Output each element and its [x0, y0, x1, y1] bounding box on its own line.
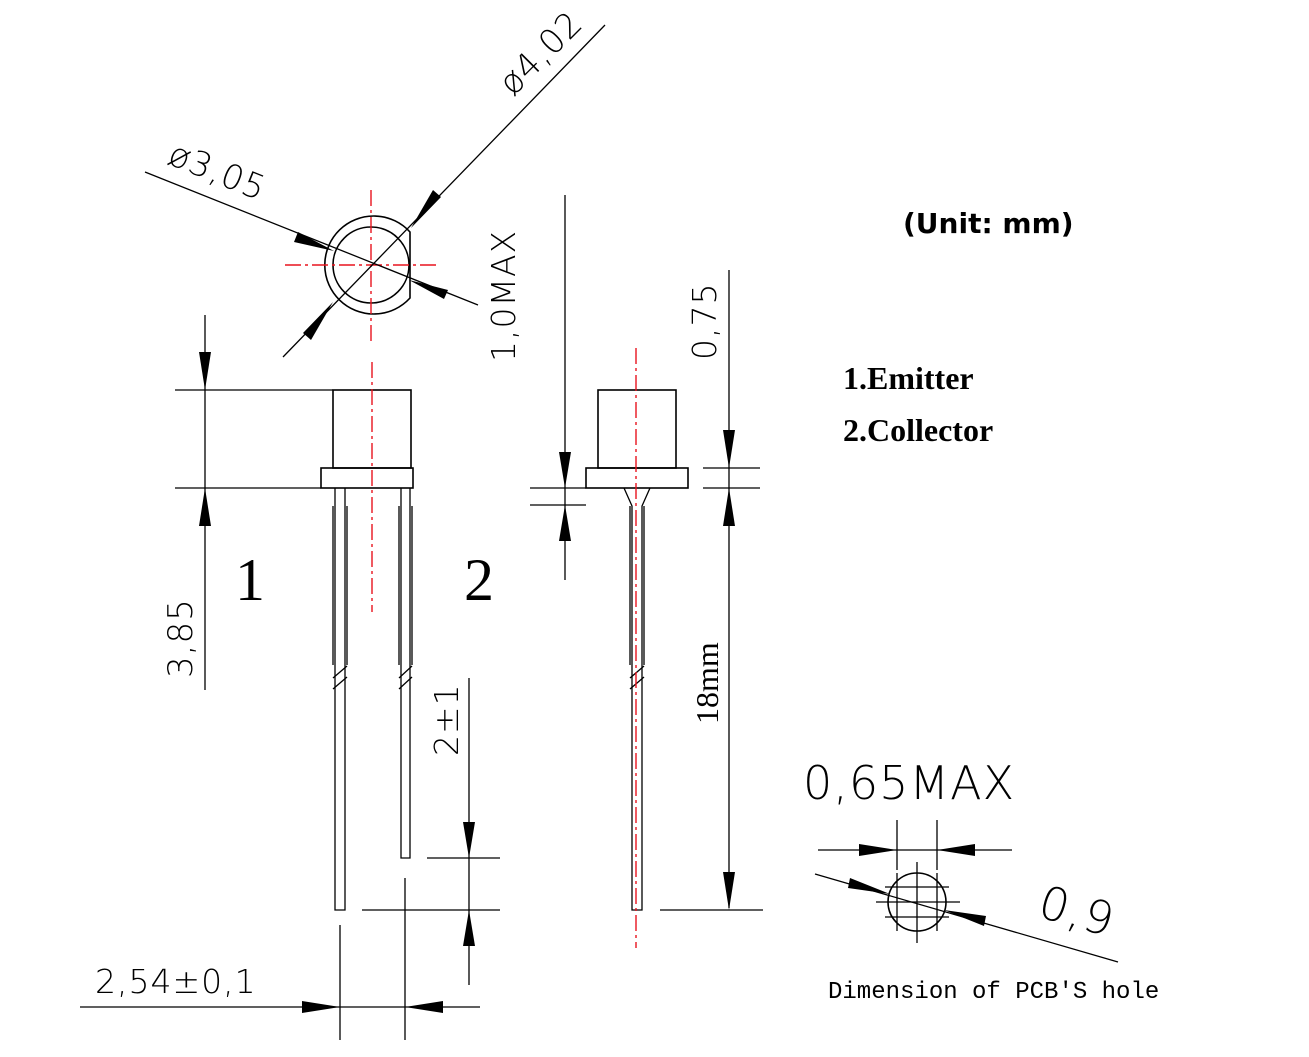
dim075-label: 0,75 [685, 283, 724, 360]
hole09-label: 0,9 [1033, 875, 1121, 948]
pcb-hole-detail: 0,65MAX 0,9 Dimension of PCB'S hole [803, 756, 1159, 1006]
pitch-label: 2,54±0,1 [95, 962, 257, 1001]
phi402-arrow-lower [303, 302, 333, 340]
dim385-arrow-bottom [199, 488, 211, 526]
front-lead-2 [398, 488, 413, 859]
top-view: ø4,02 ø3,05 1,0MAX [144, 3, 606, 362]
hole065-arrow-right [937, 844, 975, 856]
unit-note: (Unit: mm) [903, 207, 1074, 240]
phi305-arrow-right [409, 280, 448, 299]
phi402-leader [282, 24, 606, 358]
dim385-arrow-top [199, 352, 211, 390]
phi305-leader [144, 171, 479, 306]
hole065-label: 0,65MAX [803, 756, 1015, 810]
front-flange [320, 467, 414, 489]
hole09-arrow-right [944, 910, 986, 926]
legend-emitter: 1.Emitter [843, 360, 974, 396]
phi305-label: ø3,05 [163, 134, 272, 209]
hole09-arrow-left [848, 878, 890, 894]
dim075-arrow-bottom [723, 488, 735, 526]
phi402-arrow-upper [411, 190, 441, 228]
side-lead [623, 487, 651, 911]
side-flange [585, 467, 689, 489]
pcb-caption: Dimension of PCB'S hole [828, 979, 1159, 1006]
pin1-number: 1 [235, 547, 265, 613]
top-view-outer-flange [324, 215, 411, 315]
dim2pm1-arrow-top [463, 822, 475, 858]
legend-collector: 2.Collector [843, 412, 993, 448]
side-cap [597, 389, 677, 469]
dim18-arrow-bottom [723, 872, 735, 910]
hole065-arrow-left [859, 844, 897, 856]
pitch-arrow-left [302, 1001, 340, 1013]
dim2pm1-arrow-bottom [463, 910, 475, 946]
front-lead-1 [332, 488, 348, 911]
phi305-arrow-left [294, 232, 334, 251]
pin2-number: 2 [464, 547, 494, 613]
dim075-arrow-top [723, 430, 735, 468]
dim2pm1-label: 2±1 [427, 683, 466, 756]
side-flange-arrow-top [559, 452, 571, 488]
side-view: 0,75 18mm [530, 195, 763, 948]
max10-label: 1,0MAX [484, 230, 523, 362]
dim18-label: 18mm [689, 642, 725, 724]
dim385-label: 3,85 [161, 598, 201, 678]
phi402-label: ø4,02 [491, 3, 591, 103]
front-view: 3,85 1 2 2±1 2,54±0,1 [80, 315, 500, 1040]
side-flange-arrow-bottom [559, 505, 571, 541]
pitch-arrow-right [405, 1001, 443, 1013]
